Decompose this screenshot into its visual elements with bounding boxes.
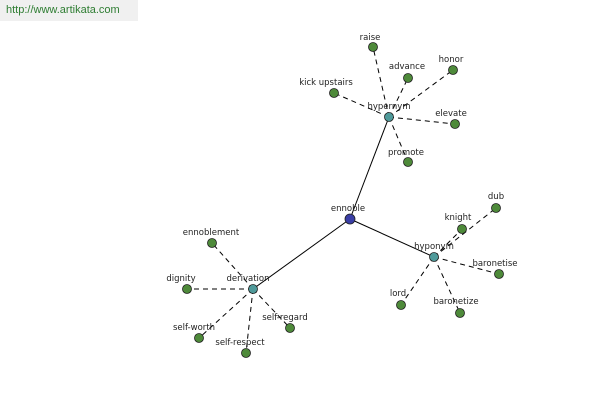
edge-hyponym-baronetize [433,256,461,314]
label-elevate[interactable]: elevate [435,109,467,119]
label-ennoblement[interactable]: ennoblement [183,228,240,238]
graph-nodes [182,42,504,358]
node-self-respect[interactable] [241,348,251,358]
label-self-worth[interactable]: self-worth [173,323,215,333]
label-derivation[interactable]: derivation [226,274,269,284]
label-lord[interactable]: lord [390,289,406,299]
edge-hyponym-lord [400,256,435,306]
node-honor[interactable] [448,65,458,75]
edge-hypernym-raise [372,46,390,118]
label-self-respect[interactable]: self-respect [215,338,265,348]
label-self-regard[interactable]: self-regard [262,313,308,323]
edge-ennoble-derivation [252,218,351,290]
node-promote[interactable] [403,157,413,167]
node-dub[interactable] [491,203,501,213]
edge-hypernym-honor [388,69,454,118]
edge-derivation-self-worth [198,288,254,339]
label-knight[interactable]: knight [445,213,472,223]
node-self-regard[interactable] [285,323,295,333]
node-kick-upstairs[interactable] [329,88,339,98]
edge-hyponym-knight [433,228,463,258]
edge-derivation-ennoblement [211,242,254,290]
node-baronetize[interactable] [455,308,465,318]
node-knight[interactable] [457,224,467,234]
edge-hypernym-advance [388,77,409,118]
node-self-worth[interactable] [194,333,204,343]
node-hyponym[interactable] [429,252,439,262]
edge-hyponym-baronetise [433,256,500,275]
label-raise[interactable]: raise [360,33,381,43]
graph-labels: ennoble hypernym hyponym derivation raise adv… [166,33,517,348]
node-derivation[interactable] [248,284,258,294]
label-ennoble[interactable]: ennoble [331,204,365,214]
node-ennoble[interactable] [344,213,356,225]
node-lord[interactable] [396,300,406,310]
node-elevate[interactable] [450,119,460,129]
node-baronetise[interactable] [494,269,504,279]
label-dignity[interactable]: dignity [166,274,195,284]
label-hyponym[interactable]: hyponym [414,242,454,252]
label-honor[interactable]: honor [439,55,464,65]
node-advance[interactable] [403,73,413,83]
edge-derivation-self-respect [245,288,254,354]
graph-edges [187,46,500,354]
node-ennoblement[interactable] [207,238,217,248]
label-baronetise[interactable]: baronetise [472,259,517,269]
node-raise[interactable] [368,42,378,52]
label-advance[interactable]: advance [389,62,425,72]
edge-hypernym-kick-upstairs [333,92,390,118]
edge-hypernym-elevate [388,116,456,125]
edge-hypernym-promote [388,116,409,163]
site-url-banner[interactable]: http://www.artikata.com [0,0,138,21]
label-hypernym[interactable]: hypernym [367,102,410,112]
node-dignity[interactable] [182,284,192,294]
label-kick-upstairs[interactable]: kick upstairs [299,78,353,88]
label-promote[interactable]: promote [388,148,424,158]
node-hypernym[interactable] [384,112,394,122]
label-dub[interactable]: dub [488,192,504,202]
label-baronetize[interactable]: baronetize [433,297,478,307]
edge-ennoble-hypernym [349,116,390,220]
edge-ennoble-hyponym [349,218,435,258]
